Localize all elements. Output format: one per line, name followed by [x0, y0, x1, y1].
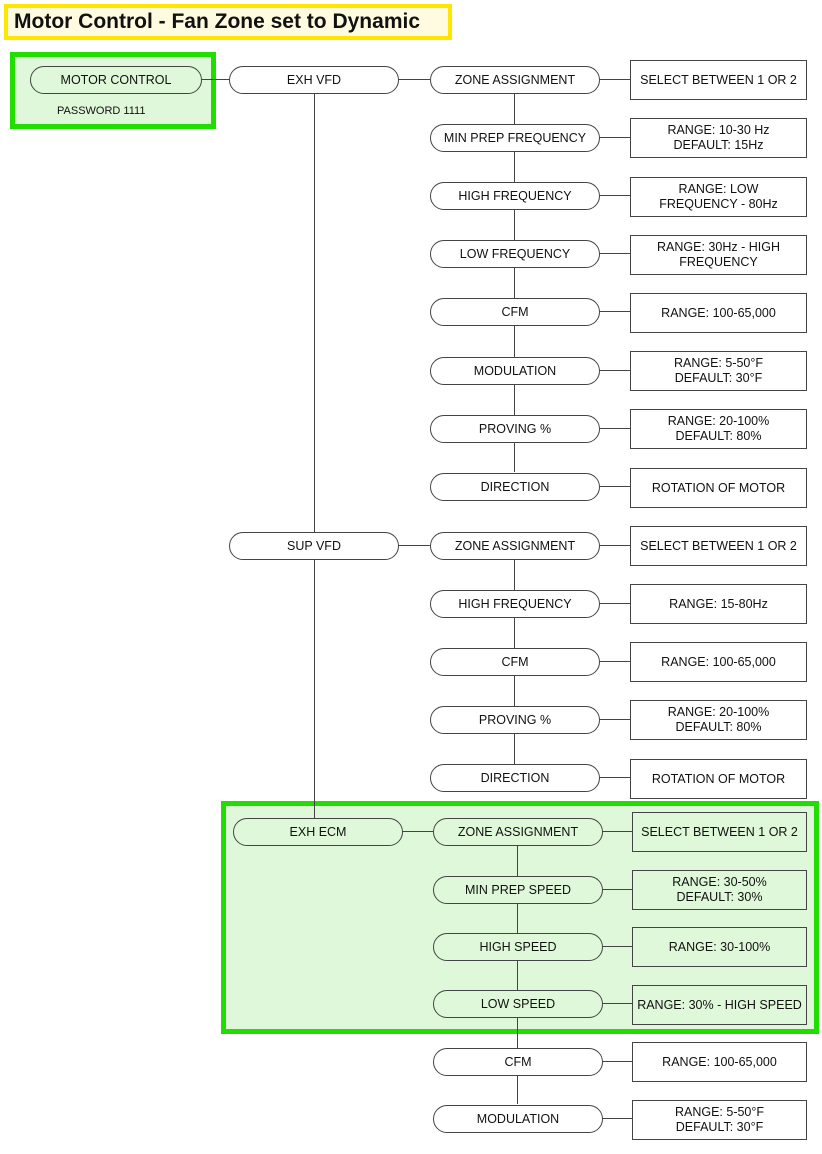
exh-vfd-node: EXH VFD [229, 66, 399, 94]
connector [599, 370, 630, 371]
exh-vfd-high-frequency-desc: RANGE: LOW FREQUENCY - 80Hz [630, 177, 807, 217]
exh-ecm-high-speed: HIGH SPEED [433, 933, 603, 961]
sup-vfd-high-frequency: HIGH FREQUENCY [430, 590, 600, 618]
sup-vfd-zone-assignment: ZONE ASSIGNMENT [430, 532, 600, 560]
connector [599, 545, 630, 546]
exh-vfd-low-frequency-desc: RANGE: 30Hz - HIGH FREQUENCY [630, 235, 807, 275]
exh-ecm-low-speed: LOW SPEED [433, 990, 603, 1018]
connector [599, 719, 630, 720]
exh-vfd-direction-desc: ROTATION OF MOTOR [630, 468, 807, 508]
exh-ecm-min-prep-speed-desc: RANGE: 30-50% DEFAULT: 30% [632, 870, 807, 910]
connector [602, 946, 632, 947]
sup-vfd-direction: DIRECTION [430, 764, 600, 792]
connector-exhvfd-zone [398, 79, 430, 80]
exh-ecm-modulation: MODULATION [433, 1105, 603, 1133]
connector-main-trunk [314, 94, 315, 819]
sup-vfd-node: SUP VFD [229, 532, 399, 560]
exh-vfd-min-prep-frequency-desc: RANGE: 10-30 Hz DEFAULT: 15Hz [630, 118, 807, 158]
page-title: Motor Control - Fan Zone set to Dynamic [4, 4, 452, 40]
exh-vfd-proving: PROVING % [430, 415, 600, 443]
exh-ecm-cfm: CFM [433, 1048, 603, 1076]
connector [599, 428, 630, 429]
connector [599, 486, 630, 487]
exh-ecm-min-prep-speed: MIN PREP SPEED [433, 876, 603, 904]
connector-exhecm-zone [402, 831, 433, 832]
connector [602, 1003, 632, 1004]
connector [599, 661, 630, 662]
exh-vfd-cfm-desc: RANGE: 100-65,000 [630, 293, 807, 333]
sup-vfd-direction-desc: ROTATION OF MOTOR [630, 759, 807, 799]
exh-vfd-modulation: MODULATION [430, 357, 600, 385]
exh-ecm-cfm-desc: RANGE: 100-65,000 [632, 1042, 807, 1082]
exh-vfd-direction: DIRECTION [430, 473, 600, 501]
exh-vfd-cfm: CFM [430, 298, 600, 326]
sup-vfd-proving-desc: RANGE: 20-100% DEFAULT: 80% [630, 700, 807, 740]
exh-vfd-low-frequency: LOW FREQUENCY [430, 240, 600, 268]
connector [599, 253, 630, 254]
exh-ecm-high-speed-desc: RANGE: 30-100% [632, 927, 807, 967]
exh-ecm-zone-assignment: ZONE ASSIGNMENT [433, 818, 603, 846]
connector-root-exhvfd [201, 79, 230, 80]
exh-vfd-proving-desc: RANGE: 20-100% DEFAULT: 80% [630, 409, 807, 449]
connector [599, 195, 630, 196]
connector-exh-ecm-trunk [517, 846, 518, 1104]
exh-vfd-high-frequency: HIGH FREQUENCY [430, 182, 600, 210]
exh-ecm-modulation-desc: RANGE: 5-50°F DEFAULT: 30°F [632, 1100, 807, 1140]
connector [599, 79, 630, 80]
connector-supvfd-zone [398, 545, 430, 546]
exh-ecm-low-speed-desc: RANGE: 30% - HIGH SPEED [632, 985, 807, 1025]
sup-vfd-high-frequency-desc: RANGE: 15-80Hz [630, 584, 807, 624]
exh-vfd-modulation-desc: RANGE: 5-50°F DEFAULT: 30°F [630, 351, 807, 391]
connector [599, 777, 630, 778]
exh-vfd-zone-assignment: ZONE ASSIGNMENT [430, 66, 600, 94]
connector [599, 137, 630, 138]
sup-vfd-cfm: CFM [430, 648, 600, 676]
exh-ecm-zone-assignment-desc: SELECT BETWEEN 1 OR 2 [632, 812, 807, 852]
connector [599, 603, 630, 604]
connector-exh-vfd-trunk [514, 94, 515, 472]
sup-vfd-zone-assignment-desc: SELECT BETWEEN 1 OR 2 [630, 526, 807, 566]
sup-vfd-cfm-desc: RANGE: 100-65,000 [630, 642, 807, 682]
connector [602, 889, 632, 890]
connector [599, 311, 630, 312]
connector [602, 831, 632, 832]
connector [602, 1061, 632, 1062]
motor-control-node: MOTOR CONTROL [30, 66, 202, 94]
exh-vfd-min-prep-frequency: MIN PREP FREQUENCY [430, 124, 600, 152]
connector [602, 1118, 632, 1119]
exh-vfd-zone-assignment-desc: SELECT BETWEEN 1 OR 2 [630, 60, 807, 100]
sup-vfd-proving: PROVING % [430, 706, 600, 734]
password-label: PASSWORD 1111 [57, 105, 146, 117]
exh-ecm-node: EXH ECM [233, 818, 403, 846]
